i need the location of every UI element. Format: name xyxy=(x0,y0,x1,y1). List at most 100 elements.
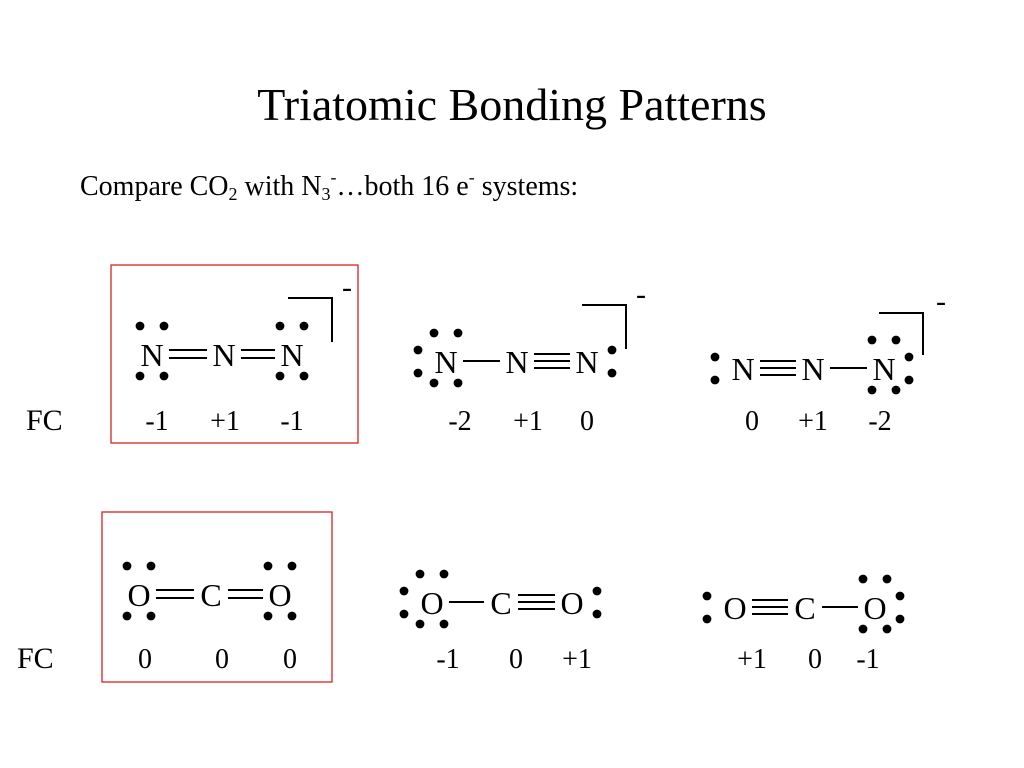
formal-charge-value: 0 xyxy=(745,406,759,437)
lone-pair-dot xyxy=(882,624,892,634)
formal-charge-value: 0 xyxy=(808,644,822,675)
formal-charge-value: 0 xyxy=(580,406,594,437)
lone-pair-dot xyxy=(607,345,617,355)
subtitle-both: …both 16 e xyxy=(336,171,469,202)
formal-charge-value: 0 xyxy=(509,644,523,675)
lone-pair-dot xyxy=(439,569,449,579)
lone-pair-dot xyxy=(415,569,425,579)
lone-pair-dot xyxy=(895,614,905,624)
lone-pair-dot xyxy=(592,609,602,619)
slide-title: Triatomic Bonding Patterns xyxy=(257,79,767,130)
atom-symbol: N xyxy=(872,351,895,387)
subtitle-systems: systems: xyxy=(474,171,579,202)
lone-pair-dot xyxy=(429,378,439,388)
lone-pair-dot xyxy=(858,624,868,634)
atom-symbol: N xyxy=(575,344,598,380)
lone-pair-dot xyxy=(263,611,273,621)
formal-charge-value: +1 xyxy=(737,644,767,675)
formal-charge-value: +1 xyxy=(513,406,543,437)
formal-charge-value: 0 xyxy=(215,644,229,675)
subtitle-n3-superscript: - xyxy=(330,167,337,187)
lone-pair-dot xyxy=(867,385,877,395)
charge-bracket xyxy=(582,304,627,349)
lewis-structure: N N N - -1 +1 -1 xyxy=(110,264,359,444)
atom-symbol: N xyxy=(505,344,528,380)
atom-symbol: O xyxy=(420,585,443,621)
highlight-box xyxy=(110,264,359,444)
charge-sign: - xyxy=(936,285,946,318)
lone-pair-dot xyxy=(891,335,901,345)
fc-row-label: FC xyxy=(26,404,63,437)
lone-pair-dot xyxy=(710,352,720,362)
lone-pair-dot xyxy=(904,375,914,385)
atom-symbol: C xyxy=(794,590,815,626)
formal-charge-value: 0 xyxy=(283,644,297,675)
lone-pair-dot xyxy=(867,335,877,345)
atom-symbol: N xyxy=(212,337,235,373)
lone-pair-dot xyxy=(135,371,145,381)
charge-sign: - xyxy=(342,271,352,304)
atom-symbol: O xyxy=(723,590,746,626)
atom-symbol: N xyxy=(140,337,163,373)
lone-pair-dot xyxy=(159,321,169,331)
lewis-structure: N N N - 0 +1 -2 xyxy=(710,285,946,437)
lone-pair-dot xyxy=(702,591,712,601)
atom-symbol: C xyxy=(200,577,221,613)
lone-pair-dot xyxy=(882,574,892,584)
atom-symbol: O xyxy=(127,577,150,613)
fc-row-label: FC xyxy=(17,642,54,675)
lone-pair-dot xyxy=(399,586,409,596)
formal-charge-value: -1 xyxy=(145,406,168,437)
formal-charge-value: +1 xyxy=(210,406,240,437)
charge-bracket xyxy=(288,297,333,342)
lone-pair-dot xyxy=(439,619,449,629)
formal-charge-value: -2 xyxy=(448,406,471,437)
lone-pair-dot xyxy=(413,345,423,355)
subtitle-with: with N xyxy=(237,171,322,202)
lone-pair-dot xyxy=(710,375,720,385)
subtitle-n3-subscript: 3 xyxy=(321,184,331,204)
lone-pair-dot xyxy=(399,609,409,619)
formal-charge-value: +1 xyxy=(798,406,828,437)
lone-pair-dot xyxy=(159,371,169,381)
atom-symbol: C xyxy=(490,585,511,621)
lone-pair-dot xyxy=(287,611,297,621)
lone-pair-dot xyxy=(275,371,285,381)
subtitle-co2-subscript: 2 xyxy=(228,184,238,204)
subtitle-compare: Compare CO xyxy=(80,171,229,202)
lone-pair-dot xyxy=(895,591,905,601)
formal-charge-value: 0 xyxy=(138,644,152,675)
atom-symbol: N xyxy=(731,351,754,387)
formal-charge-value: -2 xyxy=(868,406,891,437)
formal-charge-value: -1 xyxy=(436,644,459,675)
slide-subtitle: Compare CO2 with N3-…both 16 e- systems: xyxy=(80,168,579,204)
lone-pair-dot xyxy=(146,561,156,571)
highlight-box xyxy=(101,511,333,683)
subtitle-electron-superscript: - xyxy=(468,167,475,187)
lone-pair-dot xyxy=(146,611,156,621)
lone-pair-dot xyxy=(429,328,439,338)
lone-pair-dot xyxy=(453,378,463,388)
lone-pair-dot xyxy=(263,561,273,571)
atom-symbol: O xyxy=(863,590,886,626)
lone-pair-dot xyxy=(122,611,132,621)
atom-symbol: O xyxy=(560,585,583,621)
atom-symbol: N xyxy=(801,351,824,387)
lone-pair-dot xyxy=(299,371,309,381)
lone-pair-dot xyxy=(592,586,602,596)
lone-pair-dot xyxy=(275,321,285,331)
lone-pair-dot xyxy=(607,368,617,378)
formal-charge-value: -1 xyxy=(280,406,303,437)
lone-pair-dot xyxy=(453,328,463,338)
lone-pair-dot xyxy=(891,385,901,395)
lone-pair-dot xyxy=(415,619,425,629)
atom-symbol: N xyxy=(434,344,457,380)
atom-symbol: N xyxy=(280,337,303,373)
